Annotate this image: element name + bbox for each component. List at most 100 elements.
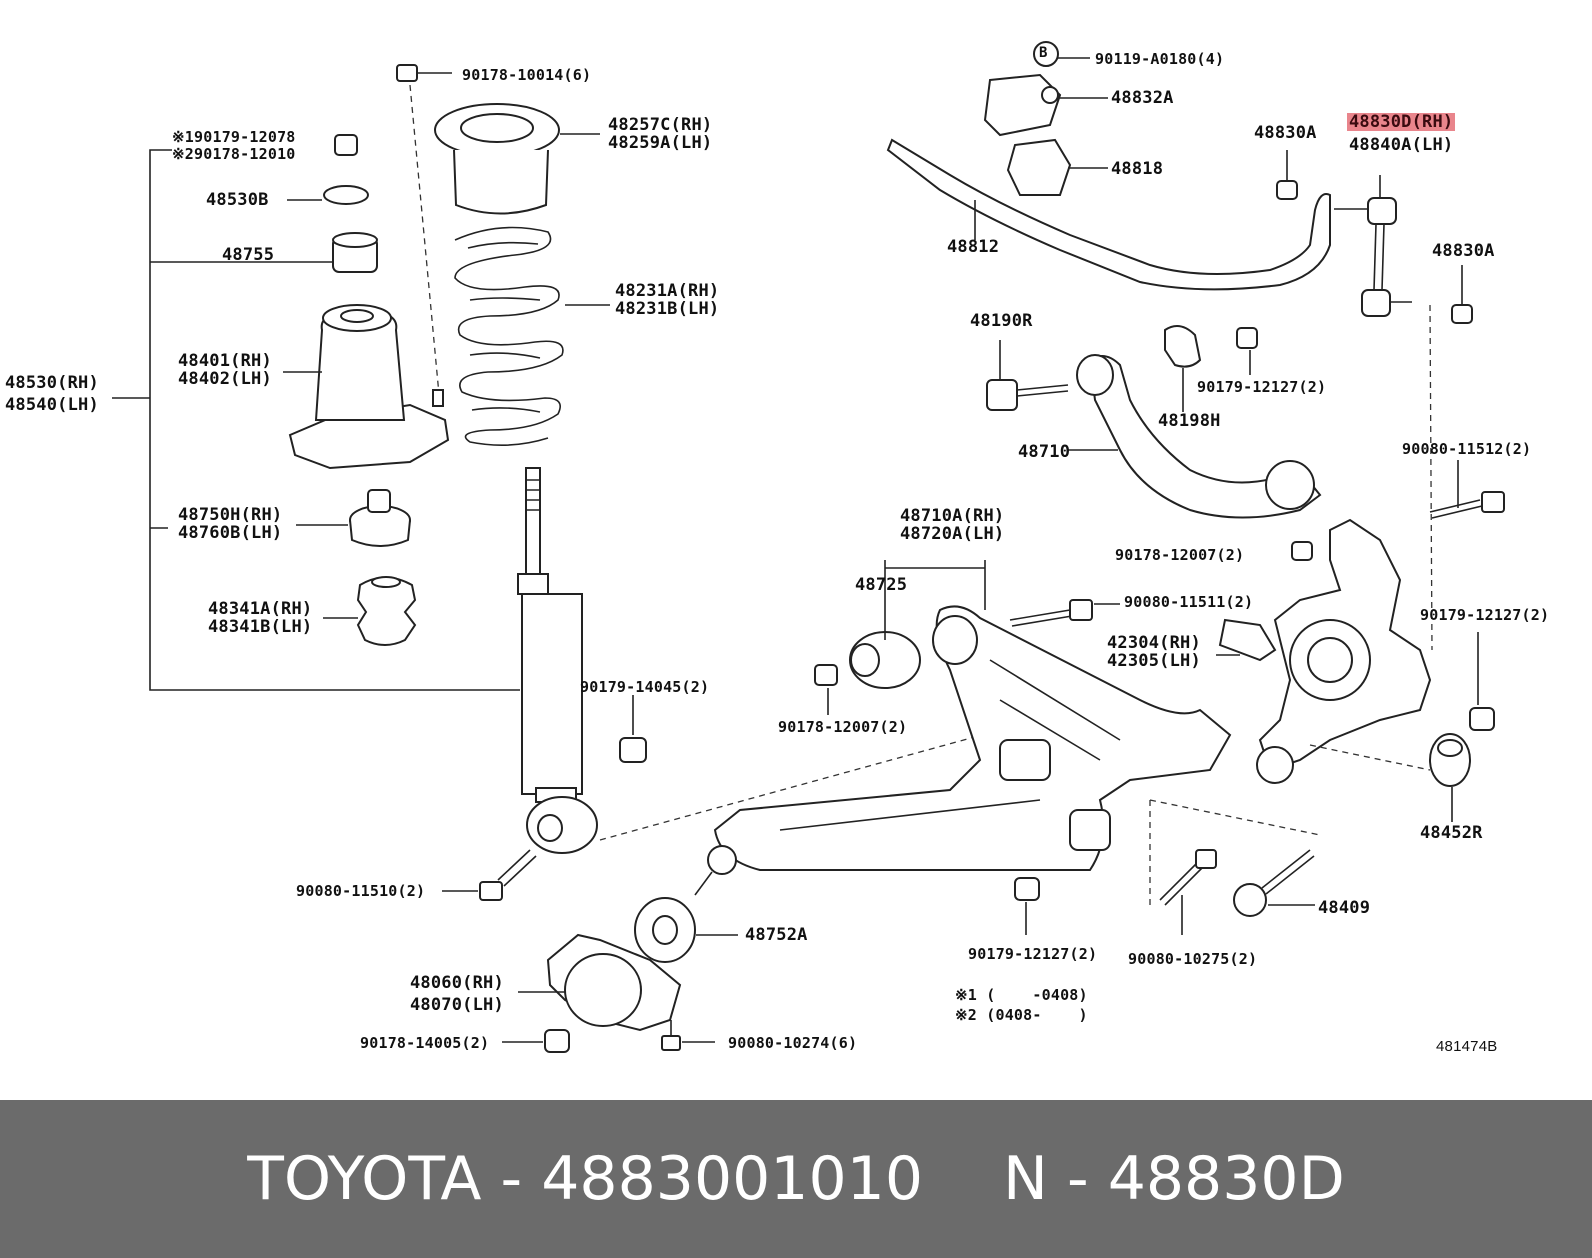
- spring-seat-48257c: [434, 103, 560, 215]
- footer-brand: TOYOTA: [247, 1144, 482, 1214]
- label-90080-11510: 90080-11510(2): [296, 882, 426, 900]
- label-48530: 48530(RH): [5, 373, 99, 393]
- label-90080-11512: 90080-11512(2): [1402, 440, 1532, 458]
- label-48257c: 48257C(RH): [608, 115, 713, 135]
- footer-caption: TOYOTA - 4883001010 N - 48830D: [247, 1144, 1345, 1214]
- bushing-48452r: [1429, 733, 1471, 787]
- callout-b-circle: [1033, 41, 1059, 67]
- label-48832a: 48832A: [1111, 88, 1174, 108]
- label-90080-10275: 90080-10275(2): [1128, 950, 1258, 968]
- label-42305: 42305(LH): [1107, 651, 1201, 671]
- label-48752a: 48752A: [745, 925, 808, 945]
- nut-90179-12127-right: [1469, 707, 1495, 731]
- label-48710a: 48710A(RH): [900, 506, 1005, 526]
- coil-spring-48231: [454, 226, 564, 446]
- label-90080-10274: 90080-10274(6): [728, 1034, 858, 1052]
- label-note-1: ※1 ( -0408): [955, 986, 1088, 1004]
- label-48452r: 48452R: [1420, 823, 1483, 843]
- label-48401: 48401(RH): [178, 351, 272, 371]
- parts-diagram: 90178-10014(6) ※190179-12078 ※290178-120…: [5, 41, 1550, 1055]
- nut-90178-10014: [396, 64, 418, 82]
- label-note-2: ※2 (0408- ): [955, 1006, 1088, 1024]
- label-90178-10014: 90178-10014(6): [462, 66, 592, 84]
- label-90179-12127-c: 90179-12127(2): [968, 945, 1098, 963]
- label-48840a: 48840A(LH): [1349, 135, 1454, 155]
- shock-absorber: [517, 467, 598, 854]
- diagram-drawing: [112, 41, 1505, 1053]
- bumper-48341a: [356, 576, 417, 646]
- label-48259a: 48259A(LH): [608, 133, 713, 153]
- nut-90179-14045: [619, 737, 647, 763]
- knuckle: [1256, 518, 1432, 784]
- upper-arm-48710: [1076, 354, 1322, 519]
- label-48710: 48710: [1018, 442, 1071, 462]
- nut-90179-12127-bottom: [1014, 877, 1040, 901]
- label-48812: 48812: [947, 237, 1000, 257]
- nut-190179: [334, 134, 358, 156]
- nut-90178-12007-left: [814, 664, 838, 686]
- dust-boot-48401: [288, 304, 450, 470]
- assembly-bracket: [149, 149, 520, 691]
- bracket-48060: [546, 933, 682, 1032]
- washer-48530b: [323, 185, 369, 205]
- label-48830d-highlighted: 48830D(RH): [1347, 112, 1456, 132]
- bushing-48725: [849, 631, 921, 689]
- label-42304: 42304(RH): [1107, 633, 1201, 653]
- nut-48830a-top: [1276, 180, 1298, 200]
- stabilizer-link-48830d: [1334, 175, 1412, 317]
- diagram-reference: 481474B: [1436, 1038, 1498, 1055]
- bolt-90080-11511: [1009, 599, 1093, 627]
- footer-catalog-number: 48830D: [1107, 1144, 1345, 1214]
- nut-90178-14005: [544, 1029, 570, 1053]
- label-48198h: 48198H: [1158, 411, 1221, 431]
- bolt-90080-11512: [1429, 491, 1505, 519]
- label-note-290178: ※290178-12010: [172, 145, 296, 163]
- label-48060: 48060(RH): [410, 973, 504, 993]
- ball-joint: [694, 845, 737, 896]
- bushing-48755: [332, 232, 378, 273]
- label-48830a-right: 48830A: [1432, 241, 1495, 261]
- label-48190r: 48190R: [970, 311, 1033, 331]
- label-48540: 48540(LH): [5, 395, 99, 415]
- plate-42304: [1218, 618, 1277, 662]
- bolt-90080-10275: [1159, 849, 1217, 906]
- label-90119-a0180: 90119-A0180(4): [1095, 50, 1225, 68]
- label-48818: 48818: [1111, 159, 1164, 179]
- label-90179-14045: 90179-14045(2): [580, 678, 710, 696]
- bushing-48752a: [634, 897, 696, 963]
- label-48720a: 48720A(LH): [900, 524, 1005, 544]
- footer-catalog-prefix: N: [1003, 1144, 1048, 1214]
- label-90080-11511: 90080-11511(2): [1124, 593, 1254, 611]
- bolt-90080-11510: [479, 849, 537, 901]
- label-48070: 48070(LH): [410, 995, 504, 1015]
- footer-separator-2: -: [1066, 1144, 1089, 1214]
- label-90178-12007-a: 90178-12007(2): [1115, 546, 1245, 564]
- nut-48830a-right: [1451, 304, 1473, 324]
- label-48409: 48409: [1318, 898, 1371, 918]
- label-90179-12127-b: 90179-12127(2): [1420, 606, 1550, 624]
- label-90179-12127-a: 90179-12127(2): [1197, 378, 1327, 396]
- label-48755: 48755: [222, 245, 275, 265]
- label-48750h: 48750H(RH): [178, 505, 283, 525]
- nut-90179-12127-top: [1236, 327, 1258, 349]
- bracket-48832a: [983, 73, 1062, 137]
- label-48530b: 48530B: [206, 190, 269, 210]
- label-48402: 48402(LH): [178, 369, 272, 389]
- label-48725: 48725: [855, 575, 908, 595]
- bolt-48190r: [986, 379, 1069, 411]
- bushing-48818: [1006, 138, 1072, 196]
- footer-part-number: 4883001010: [541, 1144, 923, 1214]
- label-90178-12007-b: 90178-12007(2): [778, 718, 908, 736]
- label-48830a-top: 48830A: [1254, 123, 1317, 143]
- label-48341a: 48341A(RH): [208, 599, 313, 619]
- label-48231b: 48231B(LH): [615, 299, 720, 319]
- bushing-48198h: [1164, 325, 1202, 368]
- label-48231a: 48231A(RH): [615, 281, 720, 301]
- bolt-48409: [1233, 849, 1315, 917]
- footer-bar: TOYOTA - 4883001010 N - 48830D: [0, 1100, 1592, 1258]
- bound-stopper-48750h: [349, 489, 411, 547]
- label-48341b: 48341B(LH): [208, 617, 313, 637]
- footer-separator: -: [500, 1144, 523, 1214]
- lower-arm-48710a: [713, 605, 1232, 871]
- stabilizer-bar-48812: [886, 138, 1331, 291]
